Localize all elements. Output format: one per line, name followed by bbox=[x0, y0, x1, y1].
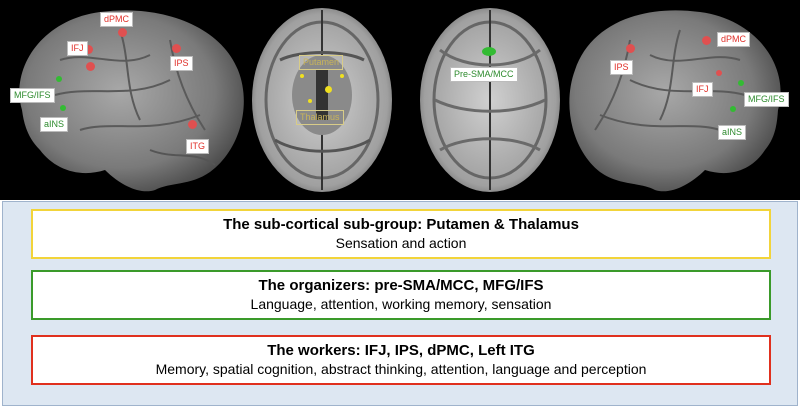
subcortical-group-description: Sensation and action bbox=[335, 235, 467, 251]
left-ifj-label: IFJ bbox=[67, 41, 88, 56]
subcortical-group-box: The sub-cortical sub-group: Putamen & Th… bbox=[31, 209, 771, 259]
workers-group-title: The workers: IFJ, IPS, dPMC, Left ITG bbox=[267, 342, 535, 359]
dpmc-node bbox=[118, 28, 127, 37]
putamen-node-left bbox=[300, 74, 304, 78]
thalamus-node-2 bbox=[325, 86, 332, 93]
left-mfg-ifs-label: MFG/IFS bbox=[10, 88, 55, 103]
organizers-group-box: The organizers: pre-SMA/MCC, MFG/IFS Lan… bbox=[31, 270, 771, 320]
mfg-ifs-node bbox=[56, 76, 62, 82]
thalamus-label: Thalamus bbox=[296, 110, 344, 125]
right-ips-node bbox=[626, 44, 635, 53]
right-dpmc-label: dPMC bbox=[717, 32, 751, 47]
right-ains-node bbox=[730, 106, 736, 112]
thalamus-node-1 bbox=[308, 99, 312, 103]
right-ifj-node bbox=[716, 70, 722, 76]
brain-images-panel: dPMC IFJ IPS MFG/IFS aINS ITG Putamen Th… bbox=[0, 0, 800, 200]
right-mfg-ifs-label: MFG/IFS bbox=[744, 92, 789, 107]
organizers-group-title: The organizers: pre-SMA/MCC, MFG/IFS bbox=[258, 277, 544, 294]
workers-group-box: The workers: IFJ, IPS, dPMC, Left ITG Me… bbox=[31, 335, 771, 385]
left-ips-label: IPS bbox=[170, 56, 193, 71]
right-lateral-brain bbox=[569, 10, 781, 192]
brain-images bbox=[19, 8, 781, 192]
ips-node bbox=[172, 44, 181, 53]
axial-slice-subcortical bbox=[252, 8, 392, 192]
right-ains-label: aINS bbox=[718, 125, 747, 140]
left-dpmc-label: dPMC bbox=[100, 12, 134, 27]
groups-legend-panel: The sub-cortical sub-group: Putamen & Th… bbox=[2, 201, 798, 406]
presma-mcc-node bbox=[482, 47, 496, 56]
putamen-label: Putamen bbox=[299, 55, 344, 70]
subcortical-group-title: The sub-cortical sub-group: Putamen & Th… bbox=[223, 216, 579, 233]
workers-group-description: Memory, spatial cognition, abstract thin… bbox=[155, 361, 647, 377]
organizers-group-description: Language, attention, working memory, sen… bbox=[250, 296, 552, 312]
ifj-node bbox=[84, 45, 93, 54]
right-ips-label: IPS bbox=[610, 60, 633, 75]
right-mfg-ifs-node bbox=[738, 80, 744, 86]
left-ains-label: aINS bbox=[40, 117, 69, 132]
ifj-node-2 bbox=[86, 62, 95, 71]
right-dpmc-node bbox=[702, 36, 711, 45]
ains-node bbox=[60, 105, 66, 111]
presma-mcc-label: Pre-SMA/MCC bbox=[450, 67, 518, 82]
left-itg-label: ITG bbox=[186, 139, 209, 154]
itg-node bbox=[188, 120, 197, 129]
axial-slice-cortical bbox=[420, 8, 560, 192]
right-ifj-label: IFJ bbox=[692, 82, 713, 97]
putamen-node-right bbox=[340, 74, 344, 78]
